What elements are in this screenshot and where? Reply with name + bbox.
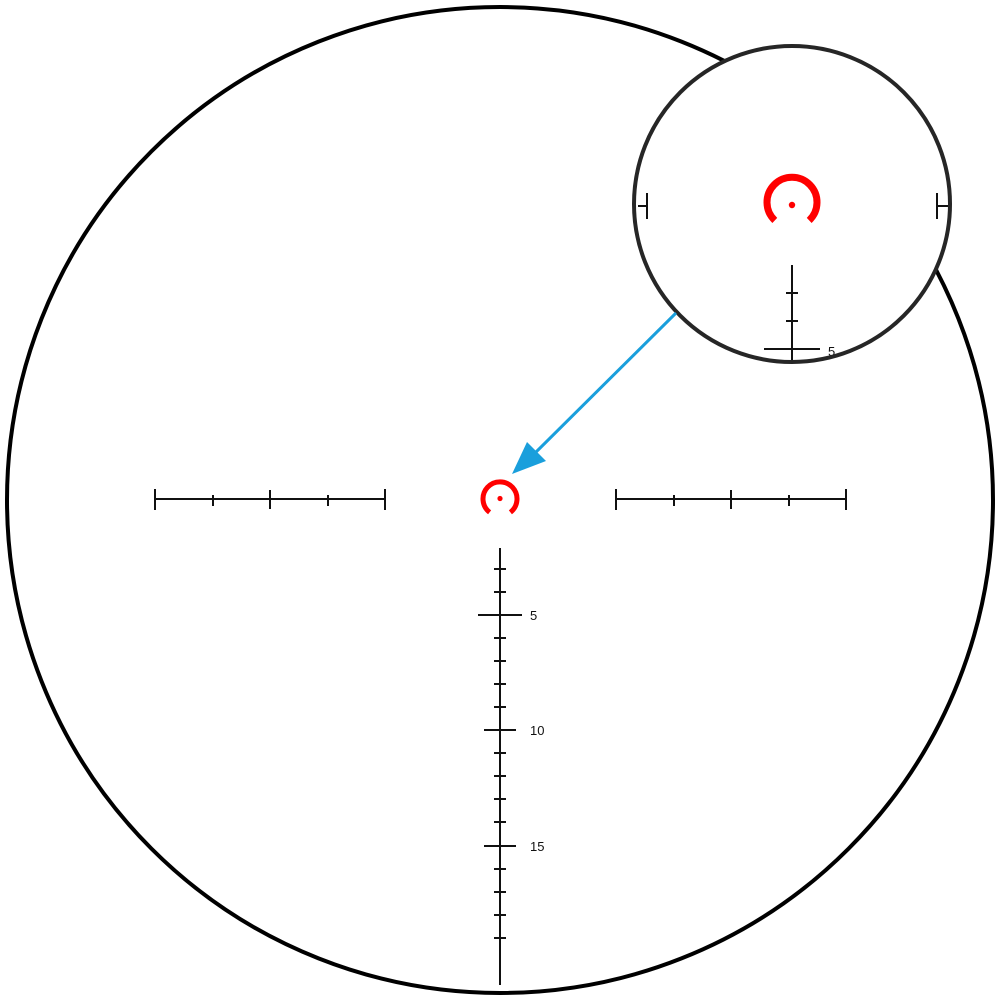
inset-vertical-stadia	[764, 265, 820, 361]
inset-aim-point-icon	[763, 173, 821, 223]
inset-stadia-label-5: 5	[828, 344, 835, 359]
aim-point-icon	[480, 479, 520, 515]
left-horizontal-stadia	[154, 489, 386, 510]
zoom-inset-content: 5	[638, 173, 948, 361]
vertical-drop-stadia	[478, 548, 522, 985]
zoom-inset-outline	[632, 44, 952, 364]
right-horizontal-stadia	[615, 489, 847, 510]
inset-side-stadia	[638, 193, 948, 219]
stadia-label-15: 15	[530, 839, 544, 854]
stadia-label-10: 10	[530, 723, 544, 738]
pointer-arrow-icon	[512, 311, 678, 474]
stadia-label-5: 5	[530, 608, 537, 623]
